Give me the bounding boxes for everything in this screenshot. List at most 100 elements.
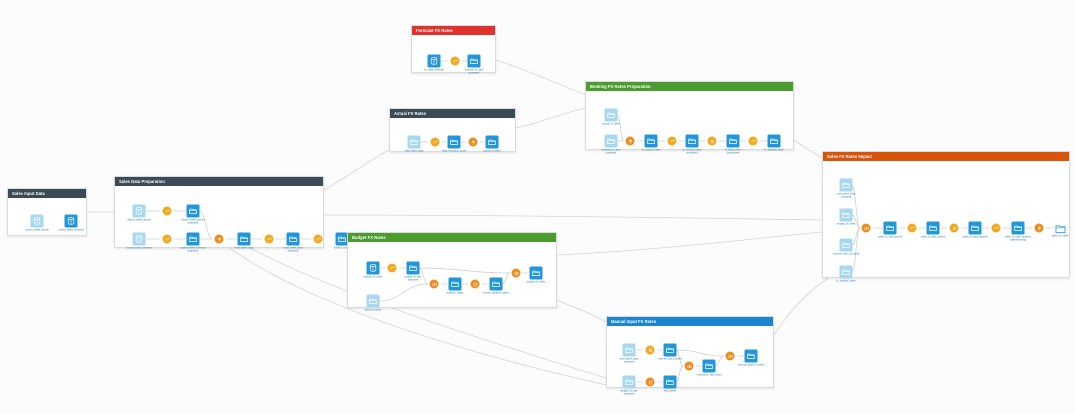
node-fx-bank-rates-cumulative[interactable]: fx_bank_rates cumulative bbox=[725, 134, 741, 155]
node-union-rates[interactable] bbox=[625, 136, 635, 146]
node-budget-fx-rate-prepared[interactable]: budget_fx_rate prepared bbox=[404, 261, 422, 282]
node-fx-source-rates-smoothed[interactable]: fx_source_rates smoothed bbox=[683, 134, 701, 155]
panel-header-sales-input-data[interactable]: Sales Input Data bbox=[8, 189, 86, 204]
node-import-sales-forecast[interactable]: import_sales_forecast bbox=[126, 232, 152, 250]
save-icon[interactable] bbox=[765, 319, 770, 332]
node-budget-fx-rates-out[interactable]: budget_fx_rates bbox=[527, 266, 545, 284]
save-icon[interactable] bbox=[507, 111, 512, 124]
save-icon[interactable] bbox=[765, 327, 770, 332]
node-filter-node[interactable] bbox=[264, 234, 274, 244]
node-merge-node[interactable] bbox=[684, 361, 694, 371]
node-clean-node[interactable] bbox=[430, 137, 440, 147]
panel-header-booking-fx-rates-preparation[interactable]: Booking FX Rates Preparation bbox=[586, 82, 793, 97]
node-extract-analyze-dates[interactable]: extract_analyze_dates bbox=[483, 277, 509, 295]
node-import-sales-actual[interactable]: import_sales_actual bbox=[127, 204, 151, 222]
node-fx-rates-forecast[interactable]: fx_rates_forecast bbox=[424, 54, 444, 72]
node-analyze-dates[interactable]: analyze_dates bbox=[447, 277, 463, 295]
node-union-node[interactable] bbox=[214, 234, 224, 244]
save-icon[interactable] bbox=[785, 84, 790, 97]
panel-header-sales-fx-rates-impact[interactable]: Sales FX Rates Impact bbox=[823, 152, 1069, 167]
node-fx-booked-rates[interactable]: fx_booked_rates bbox=[836, 265, 856, 283]
node-pause-node[interactable] bbox=[707, 136, 717, 146]
save-icon[interactable] bbox=[1061, 154, 1066, 167]
resize-icon[interactable] bbox=[308, 179, 313, 192]
node-join-rates[interactable] bbox=[667, 136, 677, 146]
node-pause-node[interactable] bbox=[645, 345, 655, 355]
panel-sales-fx-rates-impact[interactable]: Sales FX Rates Impact total_sales_data pr… bbox=[822, 151, 1070, 283]
panel-header-budget-fx-rates[interactable]: Budget FX Rates bbox=[348, 233, 556, 248]
resize-icon[interactable] bbox=[500, 119, 505, 124]
node-merge-node[interactable] bbox=[861, 223, 871, 233]
node-export-node[interactable] bbox=[313, 234, 323, 244]
resize-icon[interactable] bbox=[308, 187, 313, 192]
node-import-sales-forecast-prepared[interactable]: import_sales_forecast prepared bbox=[180, 232, 206, 253]
node-forecast-fx-rate-prepared[interactable]: forecast_fx_rate prepared bbox=[465, 54, 483, 75]
node-total-sales-data-prepared[interactable]: total_sales_data prepared bbox=[837, 178, 855, 199]
node-total-sales-data-prepared[interactable]: total_sales_data prepared bbox=[620, 343, 638, 364]
resize-icon[interactable] bbox=[480, 28, 485, 41]
save-icon[interactable] bbox=[507, 119, 512, 124]
resize-icon[interactable] bbox=[71, 191, 76, 204]
node-import-sales-forecast[interactable]: import_sales_forecast bbox=[58, 214, 84, 232]
node-sales-fx-rate-applied[interactable]: sales_fx_rate_applied bbox=[962, 221, 988, 239]
node-fx-source-rates[interactable]: fx_source_rates bbox=[642, 134, 660, 152]
node-manual-input-states[interactable]: manual_input_states bbox=[658, 343, 682, 361]
resize-icon[interactable] bbox=[758, 319, 763, 332]
node-budget-fx-rates[interactable]: budget_fx_rates bbox=[837, 208, 855, 226]
save-icon[interactable] bbox=[785, 92, 790, 97]
node-split-node[interactable] bbox=[991, 223, 1001, 233]
save-icon[interactable] bbox=[487, 28, 492, 41]
node-sales-fx-rate-variance[interactable]: sales_fx_rate_variance dashboarding bbox=[1005, 221, 1031, 242]
node-finalize-node[interactable] bbox=[748, 136, 758, 146]
node-export-node[interactable] bbox=[1034, 223, 1044, 233]
resize-icon[interactable] bbox=[500, 111, 505, 124]
resize-icon[interactable] bbox=[71, 199, 76, 204]
node-total-sales-data-prepared[interactable]: total_sales_data prepared bbox=[284, 232, 302, 253]
panel-budget-fx-rates[interactable]: Budget FX Rates budget_fx_rates budget_fx_… bbox=[347, 232, 557, 312]
resize-icon[interactable] bbox=[758, 327, 763, 332]
node-combine-node[interactable] bbox=[511, 268, 521, 278]
node-actual-fx-rates[interactable]: actual_fx_rates bbox=[483, 135, 501, 153]
save-icon[interactable] bbox=[548, 235, 553, 248]
node-prep-node[interactable] bbox=[387, 263, 397, 273]
node-import-sales-actual[interactable]: import_sales_actual bbox=[25, 214, 49, 232]
panel-forecast-fx-rates[interactable]: Forecast FX Rates fx_rates_forecast foreca… bbox=[411, 25, 496, 75]
resize-icon[interactable] bbox=[480, 36, 485, 41]
node-sales-fx-rate-sorted[interactable]: sales_fx_rate_sorted bbox=[921, 221, 945, 239]
panel-header-forecast-fx-rates[interactable]: Forecast FX Rates bbox=[412, 26, 495, 41]
node-import-sales-actual-prepared[interactable]: import_sales_actual prepared bbox=[181, 204, 205, 225]
node-data-recovery-cycle[interactable]: data_recovery_cycle bbox=[442, 135, 466, 153]
node-join-actual[interactable] bbox=[162, 206, 172, 216]
node-manual-input-fx-rates-out[interactable]: manual_input_fx_rates bbox=[738, 349, 764, 367]
node-calc-node[interactable] bbox=[907, 223, 917, 233]
panel-sales-input-data[interactable]: Sales Input Data import_sales_actual impor… bbox=[7, 188, 87, 236]
node-forecast-fx-rate-prepared[interactable]: forecast_fx_rate prepared bbox=[602, 134, 620, 155]
save-icon[interactable] bbox=[487, 36, 492, 41]
node-combine-node[interactable] bbox=[725, 351, 735, 361]
node-manual-input-fx-rates[interactable]: manual_input_fx_rates bbox=[833, 238, 859, 256]
resize-icon[interactable] bbox=[778, 84, 783, 97]
node-join-forecast[interactable] bbox=[162, 234, 172, 244]
node-sales-fx-rate-joined[interactable]: sales_fx_rate_joined bbox=[878, 221, 902, 239]
node-merge-node[interactable] bbox=[429, 279, 439, 289]
resize-icon[interactable] bbox=[778, 92, 783, 97]
node-total-sales-data[interactable]: total_sales_data bbox=[235, 232, 253, 250]
node-budget-fx-rates-src[interactable]: budget_fx_rates bbox=[364, 261, 382, 279]
node-sales-fx-rates-out[interactable]: sales_fx_rates bbox=[1052, 223, 1068, 238]
node-pause-node[interactable] bbox=[949, 223, 959, 233]
resize-icon[interactable] bbox=[541, 235, 546, 248]
resize-icon[interactable] bbox=[1054, 154, 1059, 167]
resize-icon[interactable] bbox=[541, 243, 546, 248]
node-budget-fx-rate-prepared[interactable]: budget_fx_rate prepared bbox=[620, 375, 638, 396]
resize-icon[interactable] bbox=[1054, 162, 1059, 167]
node-manual-fx-rate-input[interactable]: manual_fx_rate_input bbox=[697, 359, 721, 377]
node-convert-node[interactable] bbox=[468, 137, 478, 147]
node-refresh-node[interactable] bbox=[645, 377, 655, 387]
save-icon[interactable] bbox=[1061, 162, 1066, 167]
node-distinct-states[interactable]: distinct_states bbox=[334, 232, 350, 250]
